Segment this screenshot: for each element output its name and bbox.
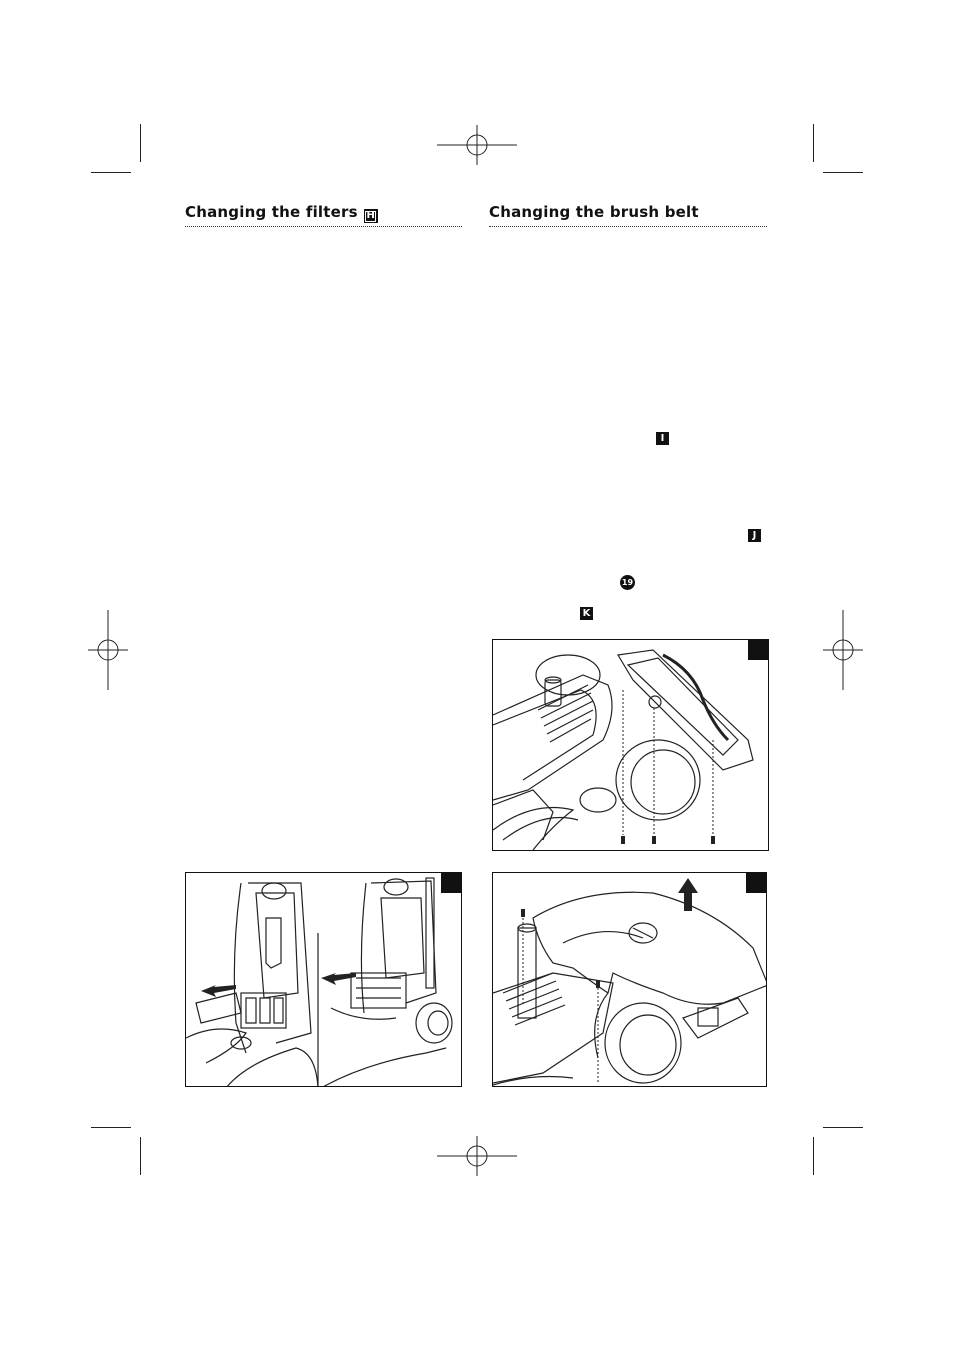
figure-ref-badge: H <box>363 209 378 223</box>
figure-label: J <box>746 873 766 893</box>
heading-rule <box>185 226 462 227</box>
arrow-icon <box>678 878 698 911</box>
figure-ref-badge-i: I <box>656 432 669 445</box>
heading-text: Changing the brush belt <box>489 203 699 221</box>
crop-mark-icon <box>813 1137 814 1175</box>
crop-mark-icon <box>140 1137 141 1175</box>
figure-ref-badge-k: K <box>580 607 593 620</box>
filter-removal-illustration <box>186 877 453 1086</box>
vacuum-underside-illustration <box>493 649 754 850</box>
registration-crosshair-icon <box>823 610 863 690</box>
figure-i-brush-screws: I <box>492 639 769 851</box>
crop-mark-icon <box>823 172 863 173</box>
section-heading-filters: Changing the filters H <box>185 203 378 223</box>
registration-crosshair-icon <box>437 125 517 165</box>
arrow-icon <box>201 973 356 997</box>
figure-label: H <box>441 873 461 893</box>
figure-ref-badge-j: J <box>748 529 761 542</box>
cover-removal-illustration <box>493 878 766 1086</box>
screw-icon <box>521 909 600 988</box>
crop-mark-icon <box>140 124 141 162</box>
part-number-badge: 19 <box>620 575 635 590</box>
heading-rule <box>489 226 767 227</box>
heading-text: Changing the filters <box>185 203 358 221</box>
crop-mark-icon <box>823 1127 863 1128</box>
registration-crosshair-icon <box>88 610 128 690</box>
registration-crosshair-icon <box>437 1136 517 1176</box>
section-heading-brush-belt: Changing the brush belt <box>489 203 699 221</box>
figure-h-filter-removal: H <box>185 872 462 1087</box>
crop-mark-icon <box>813 124 814 162</box>
figure-label: I <box>748 640 768 660</box>
figure-j-cover-removal: J <box>492 872 767 1087</box>
screw-icon <box>621 836 715 844</box>
crop-mark-icon <box>91 1127 131 1128</box>
crop-mark-icon <box>91 172 131 173</box>
